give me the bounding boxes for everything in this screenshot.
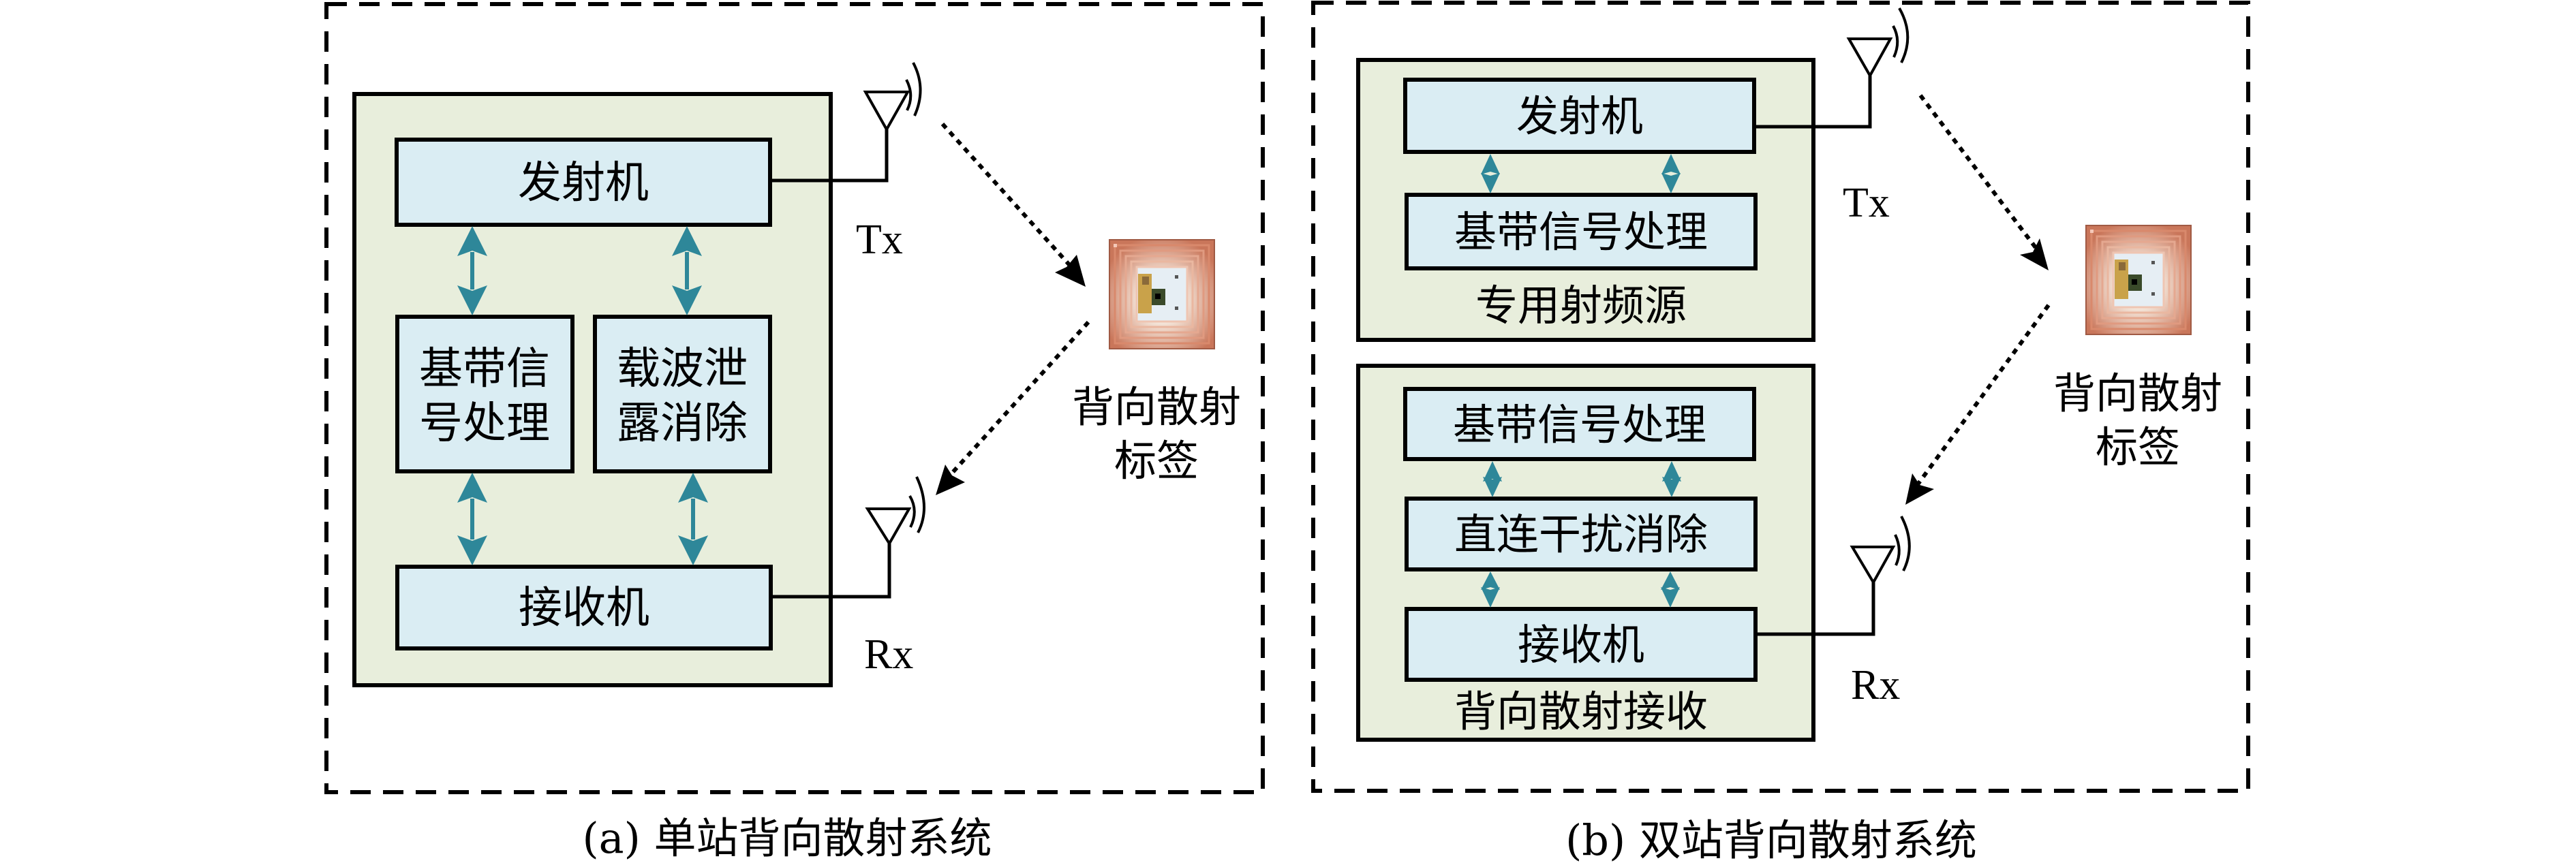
caption-b: (b) 双站背向散射系统 <box>1565 815 1977 863</box>
antenna-icon <box>863 91 910 133</box>
backscatter-tag-a: 背向散射 标签 <box>1072 238 1241 486</box>
double-arrow-b2-right <box>1662 461 1681 497</box>
block-transmitter: 发射机 <box>395 138 772 227</box>
panel-b-frame <box>1311 1 2250 793</box>
block-baseband-b1 <box>1405 193 1758 270</box>
link-arrows-a <box>457 226 708 565</box>
rx-label-b: Rx <box>1851 662 1900 708</box>
double-arrow-b3-right <box>1661 571 1680 608</box>
radio-wave-icon <box>908 495 916 528</box>
tag-label-b-line2: 标签 <box>2096 422 2180 472</box>
radio-wave-icon <box>1892 25 1899 58</box>
receiver-label-b: 接收机 <box>1518 620 1644 670</box>
block-interference-cancellation <box>1405 497 1758 571</box>
radio-wave-icon <box>1894 534 1901 566</box>
tx-label: Tx <box>856 217 903 263</box>
tx-antenna-b: Tx <box>1754 7 1910 226</box>
tag-label-line1: 背向散射 <box>1072 382 1241 432</box>
block-baseband-processing: 基带信 号处理 <box>395 315 574 473</box>
block-carrier-leakage-cancellation: 载波泄 露消除 <box>593 315 772 473</box>
link-arrows-b <box>1481 154 1681 608</box>
rx-antenna-a: Rx <box>771 476 925 678</box>
double-arrow-tx-baseband <box>457 226 487 315</box>
block-receiver: 接收机 <box>395 565 773 650</box>
backscatter-receiver-title: 背向散射接收 <box>1454 687 1708 736</box>
baseband-label-b1: 基带信号处理 <box>1454 207 1708 257</box>
block-receiver-b <box>1405 607 1758 682</box>
caption-a: (a) 单站背向散射系统 <box>582 813 992 863</box>
carrier-cancel-label-line2: 露消除 <box>617 398 748 449</box>
baseband-label-line1: 基带信 <box>419 344 550 394</box>
double-arrow-b1-left <box>1481 154 1500 193</box>
tx-antenna-a: Tx <box>770 62 922 263</box>
signal-arrow-tx-to-tag-a <box>940 122 1086 287</box>
backscatter-receiver-box: 基带信号处理 直连干扰消除 接收机 背向散射接收 <box>1356 364 1815 742</box>
double-arrow-b2-left <box>1483 461 1502 497</box>
radio-wave-icon <box>905 79 913 111</box>
rf-source-title: 专用射频源 <box>1475 281 1687 330</box>
rx-antenna-b: Rx <box>1755 516 1911 708</box>
signal-arrow-tag-to-rx-b <box>1905 304 2051 505</box>
rfid-tag-icon <box>2085 224 2192 336</box>
signal-arrow-tag-to-rx-a <box>936 320 1090 495</box>
tag-label-line2: 标签 <box>1114 436 1199 486</box>
receiver-label: 接收机 <box>519 583 649 633</box>
double-arrow-b3-left <box>1481 571 1500 608</box>
panel-a-monostatic: 发射机 基带信 号处理 载波泄 露消除 接收机 <box>324 2 1265 863</box>
antenna-icon <box>1846 37 1893 79</box>
block-baseband-b2 <box>1403 387 1756 461</box>
baseband-label-b2: 基带信号处理 <box>1453 400 1706 450</box>
block-transmitter-b <box>1403 78 1756 154</box>
antenna-icon <box>1850 546 1896 586</box>
tag-label-b-line1: 背向散射 <box>2053 368 2222 418</box>
panel-b-bistatic: 发射机 基带信号处理 专用射频源 基带信号处理 直连干扰消除 接收机 背向散射接… <box>1311 1 2250 863</box>
backscatter-tag-b: 背向散射 标签 <box>2053 224 2222 472</box>
interference-cancel-label: 直连干扰消除 <box>1454 509 1708 559</box>
signal-arrow-tx-to-tag-b <box>1918 94 2049 270</box>
double-arrow-tx-carriercancel <box>672 226 702 315</box>
rfid-tag-icon <box>1108 238 1216 350</box>
rf-source-box: 发射机 基带信号处理 专用射频源 <box>1356 58 1815 342</box>
tx-label-b: Tx <box>1843 180 1890 226</box>
carrier-cancel-label-line1: 载波泄 <box>617 344 748 394</box>
transmitter-label: 发射机 <box>518 158 649 208</box>
transmitter-label-b: 发射机 <box>1516 91 1643 141</box>
rx-label: Rx <box>864 631 913 678</box>
double-arrow-b1-right <box>1661 154 1681 193</box>
antenna-icon <box>865 507 912 546</box>
double-arrow-carriercancel-rx <box>678 473 708 565</box>
panel-a-frame <box>324 2 1265 794</box>
double-arrow-baseband-rx <box>457 473 487 565</box>
baseband-label-line2: 号处理 <box>419 398 550 449</box>
